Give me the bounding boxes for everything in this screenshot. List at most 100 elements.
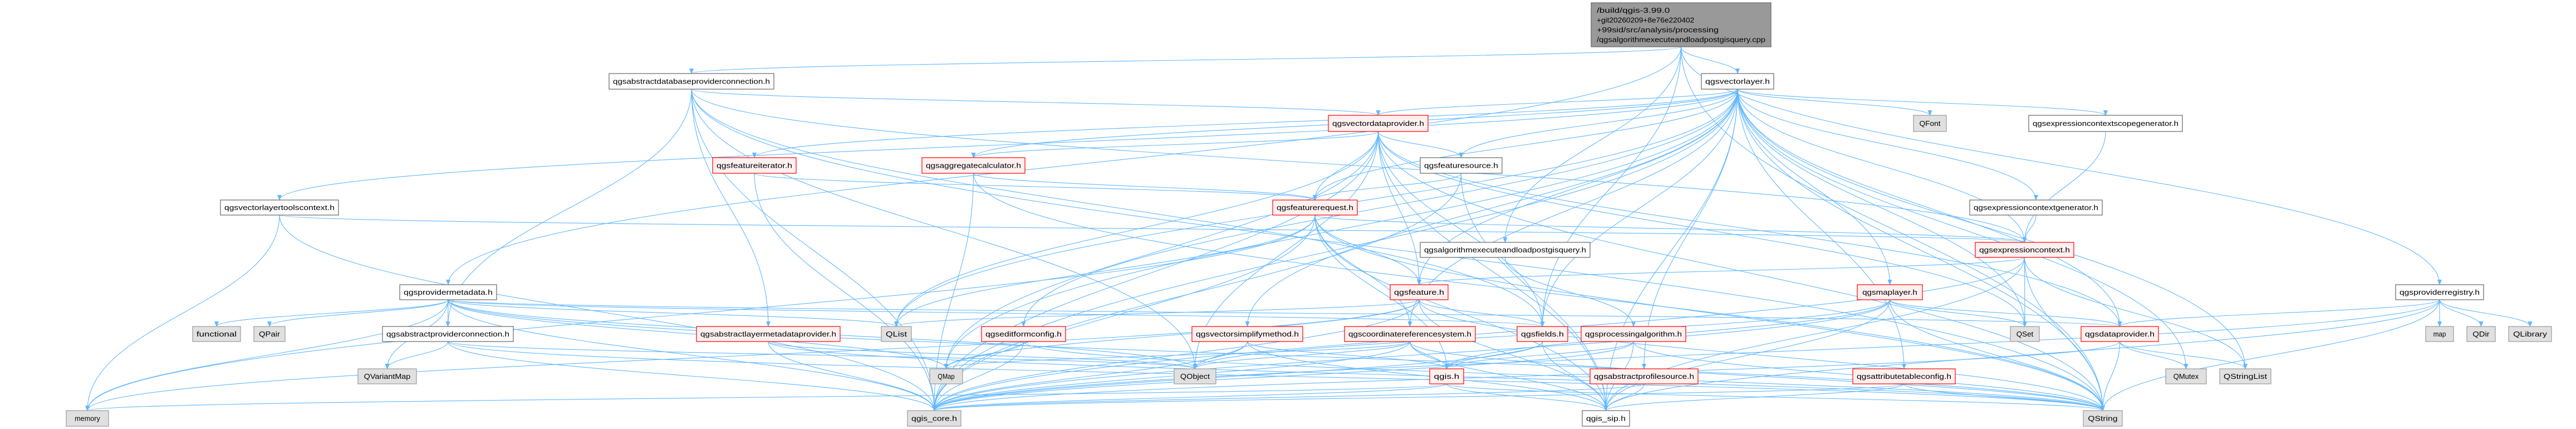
edge-feat-to-memory [85, 299, 1420, 411]
node-box [1975, 242, 2074, 258]
node-crs[interactable]: qgscoordinatereferencesystem.h [1344, 326, 1476, 342]
edge-vlayer-to-vltc [277, 89, 1738, 201]
node-label: qgsmaplayer.h [1862, 288, 1917, 296]
node-vsm[interactable]: qgsvectorsimplifymethod.h [1191, 326, 1303, 342]
edge-main-to-dbconn [689, 46, 1682, 74]
edge-main-to-pmeta [446, 46, 1682, 285]
node-label: qgsfields.h [1521, 330, 1564, 338]
node-label: QStringList [2224, 372, 2267, 381]
edge-vlayer-to-vdp [1376, 89, 1738, 116]
edge-vlayer-to-qgis_core [932, 89, 1738, 411]
edge-efc-to-qgis_core [932, 341, 1024, 411]
edge-vltc-to-qgis_core [279, 214, 936, 411]
edge-fsrc-to-freq [1313, 173, 1462, 201]
edge-freq-to-crs [1314, 214, 1412, 327]
edge-main-to-vlayer [1680, 46, 1740, 74]
node-almp[interactable]: qgsabstractlayermetadataprovider.h [696, 326, 841, 342]
node-box [981, 326, 1066, 342]
edge-atc-to-qgis_sip [1603, 383, 1905, 411]
edge-main-to-algh [1503, 46, 1682, 243]
edge-vltc-to-memory [85, 214, 280, 411]
edge-crs-to-qgis_core [932, 341, 1411, 411]
node-box [921, 157, 1026, 174]
edge-vdp-to-QList [894, 131, 1379, 327]
node-freq[interactable]: qgsfeaturerequest.h [1272, 199, 1358, 216]
node-preg[interactable]: qgsproviderregistry.h [2395, 284, 2484, 300]
node-box [382, 326, 514, 342]
edge-dbconn-to-qgis_core [691, 89, 936, 411]
node-label: qgsexpressioncontext.h [1979, 246, 2070, 254]
node-fields[interactable]: qgsfields.h [1517, 326, 1568, 342]
node-ectx[interactable]: qgsexpressioncontext.h [1975, 242, 2074, 258]
node-ecg[interactable]: qgsexpressioncontextgenerator.h [1969, 199, 2103, 216]
node-label: qgsfeature.h [1394, 288, 1444, 296]
edge-freq-to-qgis [1314, 214, 1449, 369]
node-dp[interactable]: qgsdataprovider.h [2081, 326, 2159, 342]
node-efc[interactable]: qgseditformconfig.h [981, 326, 1066, 342]
node-palg[interactable]: qgsprocessingalgorithm.h [1581, 326, 1686, 342]
node-box [1857, 284, 1923, 300]
node-apconn[interactable]: qgsabstractproviderconnection.h [382, 326, 514, 342]
node-box [609, 73, 774, 90]
node-pmeta[interactable]: qgsprovidermetadata.h [399, 284, 497, 300]
edge-vlayer-to-QMutex [1737, 89, 2189, 369]
node-vdp[interactable]: qgsvectordataprovider.h [1328, 115, 1429, 132]
node-memory: memory [66, 410, 109, 427]
edge-vdp-to-feat [1377, 131, 1421, 285]
node-label: QVariantMap [364, 372, 411, 381]
node-vltc[interactable]: qgsvectorlayertoolscontext.h [220, 199, 339, 216]
edge-apconn-to-QObject [447, 341, 1197, 369]
node-qgis_sip[interactable]: qgis_sip.h [1582, 410, 1630, 427]
node-label: functional [197, 330, 237, 338]
node-box [253, 326, 286, 342]
node-label: QLibrary [2513, 330, 2547, 338]
node-box [881, 326, 912, 342]
edge-apconn-to-QVariantMap [385, 341, 449, 369]
node-label: qgscoordinatereferencesystem.h [1348, 330, 1471, 338]
edge-vsm-to-qgis [1247, 341, 1449, 369]
edge-main-to-fields [1540, 46, 1682, 327]
node-box [1344, 326, 1476, 342]
node-box [2466, 326, 2496, 342]
node-box [1591, 2, 1772, 47]
node-aggr[interactable]: qgsaggregatecalculator.h [921, 157, 1026, 174]
node-feat[interactable]: qgsfeature.h [1390, 284, 1449, 300]
node-label: qgsfeaturerequest.h [1277, 203, 1353, 212]
node-box [2508, 326, 2552, 342]
node-QSet: QSet [2010, 326, 2040, 342]
node-maplayer[interactable]: qgsmaplayer.h [1857, 284, 1923, 300]
node-fiter[interactable]: qgsfeatureiterator.h [712, 157, 797, 174]
edge-preg-to-qgis_sip [1603, 299, 2440, 411]
node-dbconn[interactable]: qgsabstractdatabaseproviderconnection.h [609, 73, 774, 90]
node-QStringList: QStringList [2219, 368, 2271, 384]
node-label: qgis_core.h [911, 415, 957, 423]
edge-efc-to-QMap [944, 341, 1024, 369]
node-label: memory [75, 415, 100, 423]
node-qgis[interactable]: qgis.h [1429, 368, 1464, 384]
edge-vlayer-to-ecg [1737, 89, 2038, 201]
edge-dbconn-to-QObject [691, 89, 1198, 369]
node-atc[interactable]: qgsattributetableconfig.h [1852, 368, 1956, 384]
node-fsrc[interactable]: qgsfeaturesource.h [1420, 157, 1503, 174]
edge-vdp-to-qgis_sip [1377, 131, 1608, 411]
node-box [1517, 326, 1568, 342]
edge-freq-to-QList [894, 214, 1316, 327]
node-box [192, 326, 241, 342]
edge-vdp-to-QString [1377, 131, 2105, 411]
edge-preg-to-qgis_core [932, 299, 2440, 411]
node-aps[interactable]: qgsabstractprofilesource.h [1589, 368, 1699, 384]
edge-qgis-to-memory [86, 383, 1448, 411]
node-ecsg[interactable]: qgsexpressioncontextscopegenerator.h [2028, 115, 2183, 132]
edge-feat-to-qgis_sip [1419, 299, 1608, 411]
node-label: /qgsalgorithmexecuteandloadpostgisquery.… [1597, 36, 1765, 44]
node-box [1390, 284, 1449, 300]
edge-ectx-to-QString [2024, 257, 2105, 411]
node-label: qgsvectorlayer.h [1705, 77, 1770, 86]
edge-ectx-to-feat [1417, 257, 2025, 285]
edge-dbconn-to-ectx [691, 89, 2027, 243]
node-algh[interactable]: qgsalgorithmexecuteandloadpostgisquery.h [1420, 242, 1591, 258]
node-vlayer[interactable]: qgsvectorlayer.h [1701, 73, 1774, 90]
edge-dbconn-to-vdp [691, 89, 1380, 116]
